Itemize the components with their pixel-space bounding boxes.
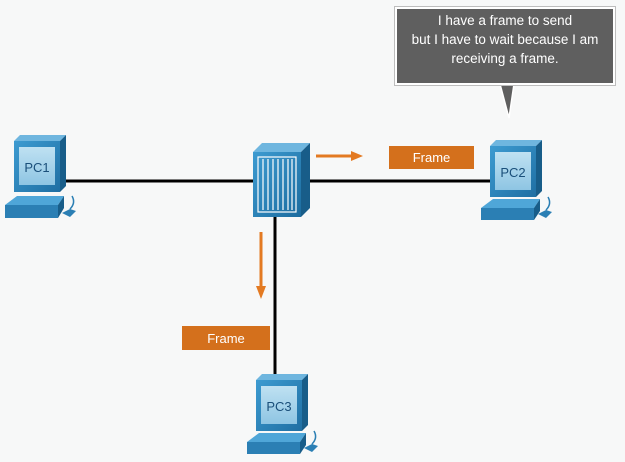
- bubble-line-1: I have a frame to send: [437, 13, 573, 28]
- pc1-label: PC1: [24, 160, 49, 175]
- arrow-icon-to-pc2: [316, 151, 363, 161]
- speech-bubble: I have a frame to send but I have to wai…: [395, 7, 615, 85]
- pc1-icon: PC1: [5, 135, 76, 218]
- pc3-icon: PC3: [247, 374, 318, 454]
- pc2-icon: PC2: [481, 140, 552, 220]
- frame-label-to-pc3: Frame: [182, 326, 270, 350]
- bubble-line-2: but I have to wait because I am: [411, 32, 599, 47]
- pc2-label: PC2: [500, 165, 525, 180]
- arrow-icon-to-pc3: [256, 232, 266, 299]
- frame-label-to-pc2: Frame: [389, 146, 474, 169]
- switch-icon: [253, 143, 310, 217]
- bubble-line-3: receiving a frame.: [451, 51, 559, 66]
- pc3-label: PC3: [266, 399, 291, 414]
- bubble-pointer: [499, 83, 515, 119]
